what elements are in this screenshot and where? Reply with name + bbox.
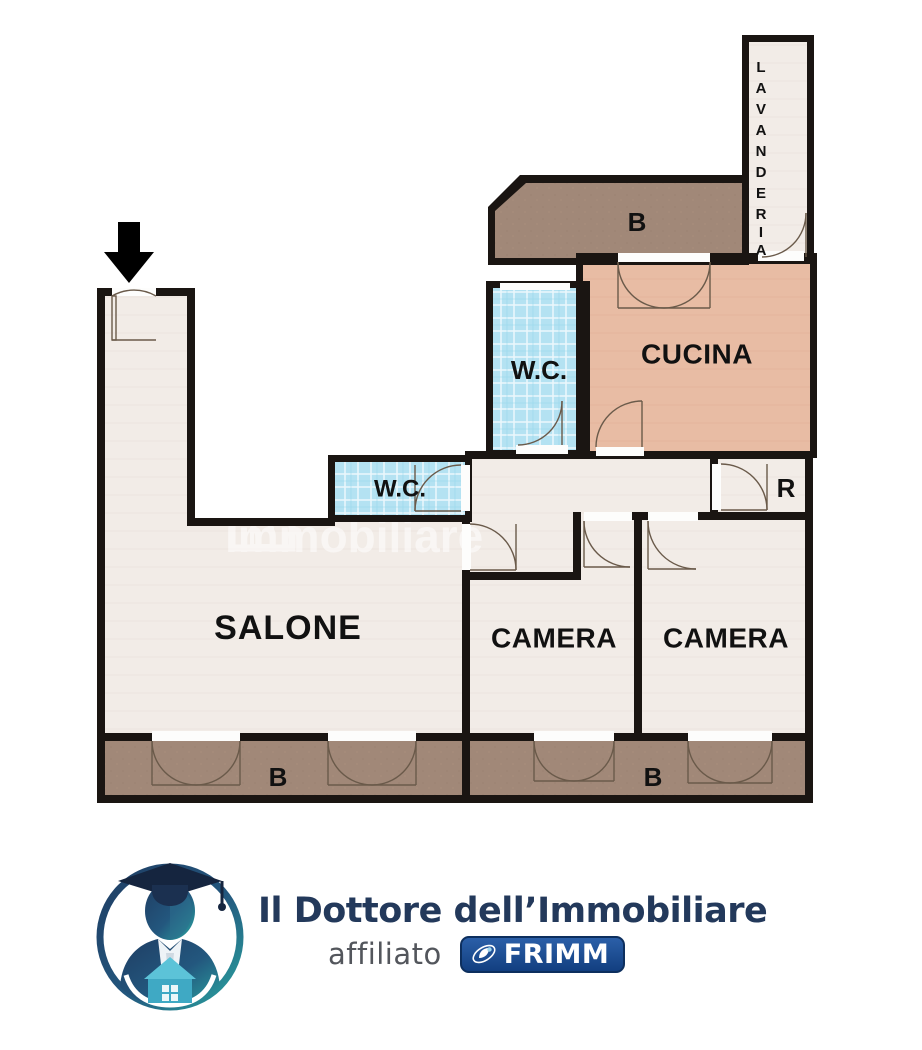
branding-block: Il Dottore dell’Immobiliare affiliato FR… [96, 836, 796, 1026]
room-labels: SALONE CAMERA CAMERA CUCINA W.C. W.C. R … [214, 59, 795, 792]
cucina-fill [583, 260, 810, 451]
label-salone: SALONE [214, 609, 362, 647]
label-balcony-left: B [269, 762, 288, 792]
svg-text:V: V [756, 101, 766, 118]
salone-fill [104, 288, 465, 733]
doors [111, 212, 807, 786]
svg-text:A: A [756, 242, 767, 259]
frimm-swoosh-icon [472, 945, 496, 964]
svg-text:L: L [756, 59, 765, 76]
svg-text:E: E [756, 185, 766, 202]
agency-logo-icon [96, 845, 244, 1017]
door-gap-entrance [112, 288, 156, 296]
label-lavanderia: L A V A N D E R I A [756, 59, 767, 259]
camera-1-fill [470, 518, 637, 733]
wc-horizontal-fill [335, 462, 465, 515]
label-wc-vertical: W.C. [511, 355, 567, 385]
entrance-arrow-icon [104, 222, 154, 283]
label-camera-1: CAMERA [491, 622, 617, 653]
wc-vertical-fill [493, 288, 583, 450]
svg-text:A: A [756, 122, 767, 139]
svg-text:N: N [756, 143, 767, 160]
balcony-left-fill [104, 737, 465, 801]
frimm-badge: FRIMM [459, 935, 626, 973]
agency-name: Il Dottore dell’Immobiliare [258, 891, 768, 932]
entrance-door-arc [111, 289, 157, 297]
svg-text:R: R [756, 206, 767, 223]
affiliation-row: affiliato FRIMM [258, 935, 767, 973]
room-fills [104, 42, 810, 801]
affiliation-label: affiliato [328, 937, 442, 972]
label-cucina: CUCINA [641, 338, 753, 369]
svg-text:I: I [759, 224, 763, 241]
label-wc-horizontal: W.C. [374, 475, 426, 502]
ripostiglio-fill [716, 458, 810, 518]
branding-text: Il Dottore dell’Immobiliare affiliato FR… [258, 889, 768, 973]
label-balcony-top: B [628, 207, 647, 237]
label-ripostiglio: R [777, 473, 796, 503]
svg-text:D: D [756, 164, 767, 181]
corridor-fill-left [465, 458, 577, 578]
balcony-top-fill [495, 182, 745, 262]
frimm-label: FRIMM [503, 938, 610, 970]
camera-2-fill [642, 518, 810, 733]
lavanderia-fill [749, 42, 807, 258]
label-balcony-right: B [644, 762, 663, 792]
balcony-right-fill [470, 737, 810, 801]
label-camera-2: CAMERA [663, 622, 789, 653]
svg-text:A: A [756, 80, 767, 97]
